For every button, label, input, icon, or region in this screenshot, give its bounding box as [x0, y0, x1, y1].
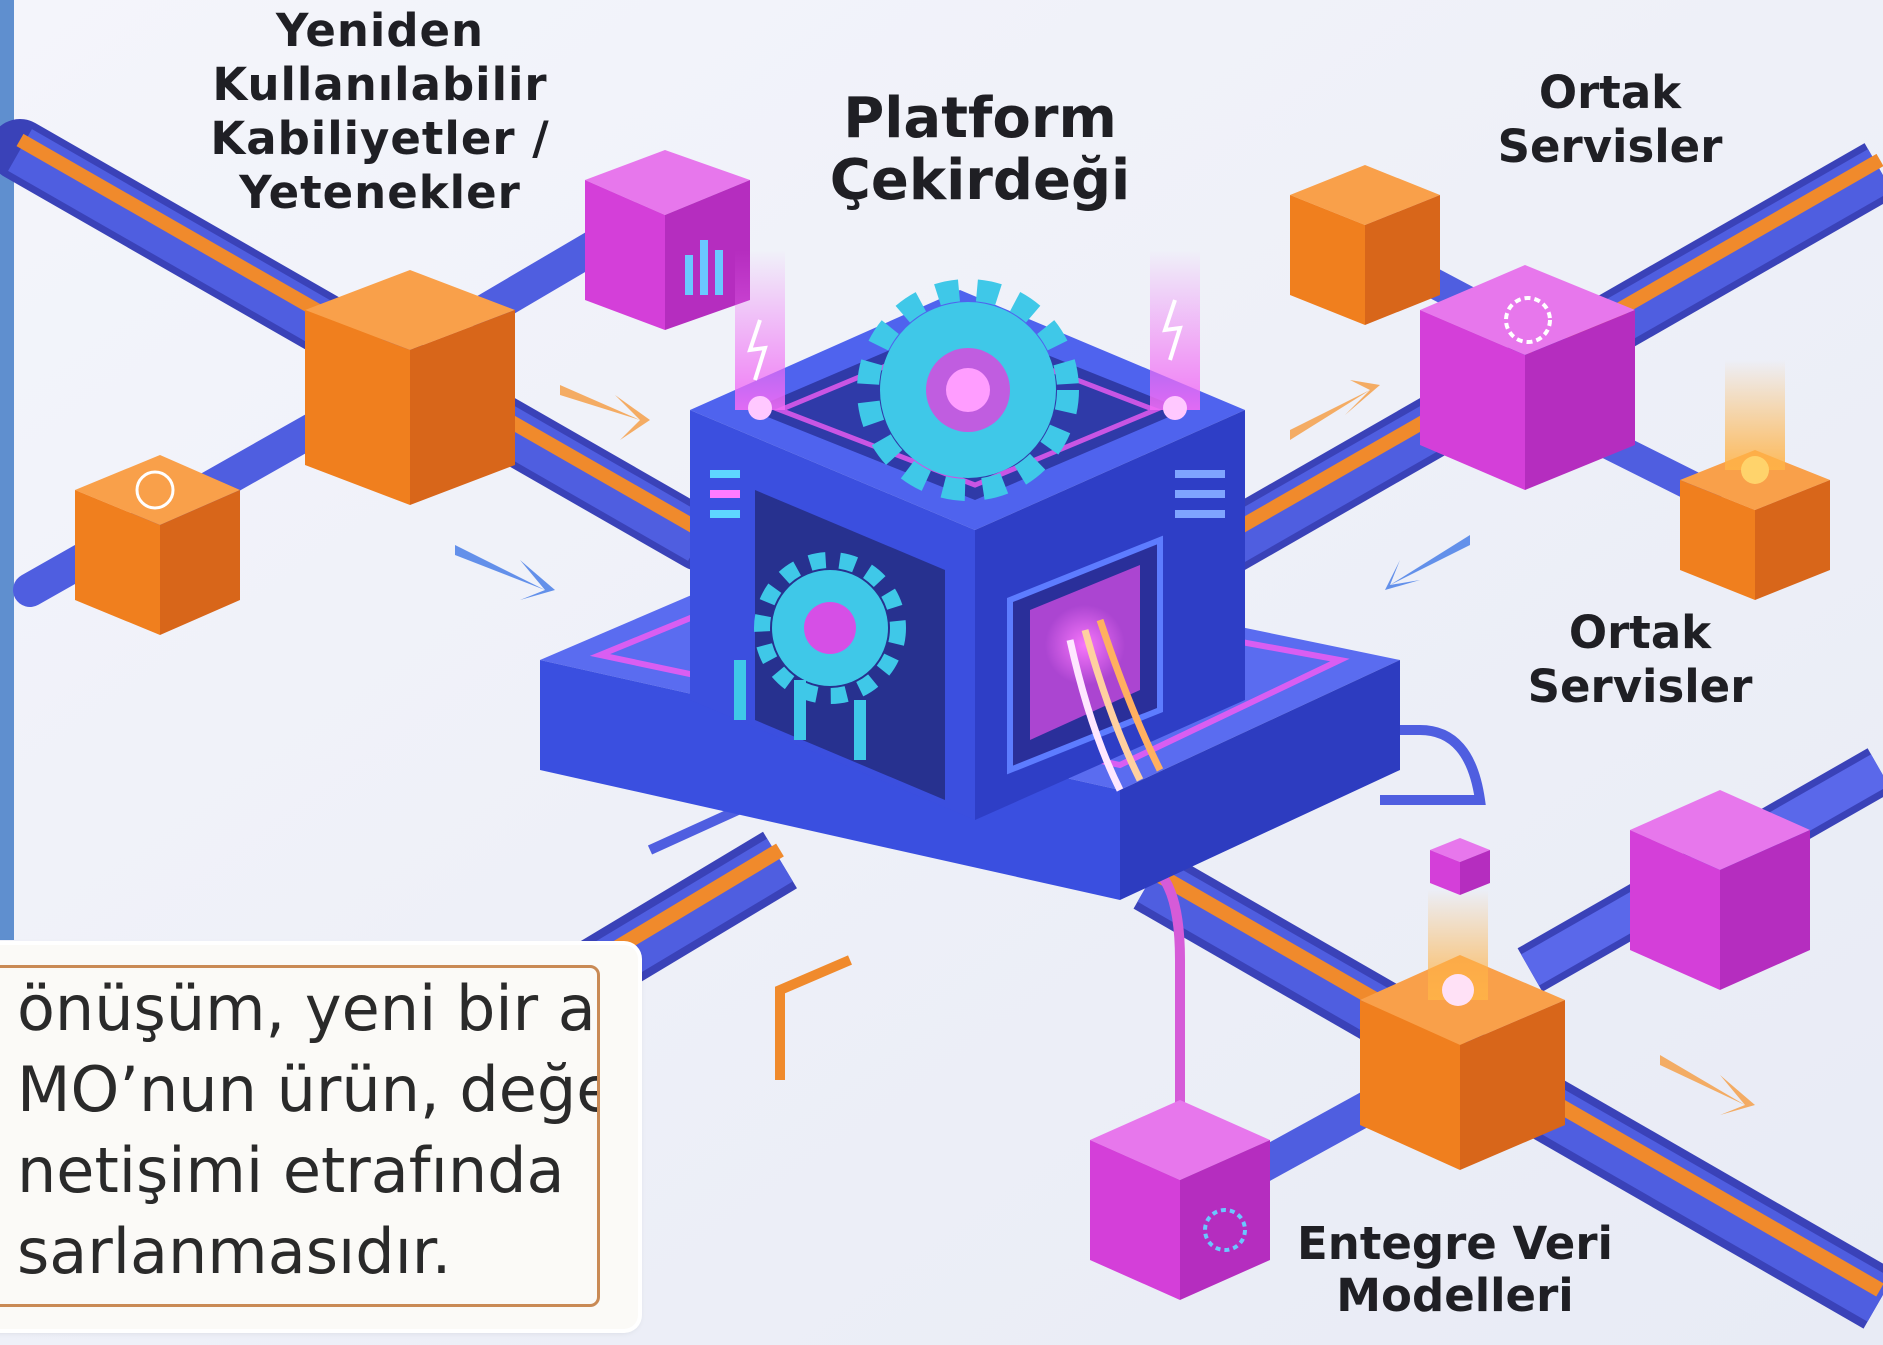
cube-magenta-lower-right: [1630, 790, 1810, 990]
cube-magenta-small: [1430, 838, 1490, 895]
shared-services-label-mid: Ortak Servisler: [1490, 606, 1790, 714]
cube-magenta-services: [1420, 265, 1635, 490]
integrated-data-models-label: Entegre Veri Modelleri: [1270, 1218, 1640, 1322]
label-line: Ortak: [1568, 606, 1712, 659]
caption-line: netişimi etrafında: [17, 1134, 565, 1207]
gear-icon: [1504, 296, 1552, 344]
reusable-capabilities-label: Yeniden Kullanılabilir Kabiliyetler / Ye…: [190, 4, 570, 220]
cube-orange-top-right: [1290, 165, 1440, 325]
caption-border: önüşüm, yeni bir araç MO’nun ürün, değer…: [0, 965, 600, 1307]
gear-icon: [754, 552, 906, 704]
label-line: Entegre Veri: [1297, 1217, 1613, 1270]
arrow-icon: [1385, 535, 1470, 590]
label-line: Yeniden: [275, 4, 485, 57]
label-line: Ortak: [1538, 66, 1682, 119]
lightning-icon: [1162, 299, 1183, 361]
arrow-icon: [1660, 1055, 1755, 1115]
gear-icon: [857, 279, 1079, 501]
label-line: Platform: [843, 86, 1117, 151]
cube-orange-data-hub: [1360, 890, 1565, 1170]
cube-orange-reusable: [305, 270, 515, 505]
caption-text: önüşüm, yeni bir araç MO’nun ürün, değer…: [0, 968, 600, 1292]
label-line: Çekirdeği: [829, 147, 1131, 213]
lightning-icon: [747, 319, 768, 381]
gear-icon: [1203, 1208, 1247, 1252]
gear-icon: [135, 470, 175, 510]
caption-line: önüşüm, yeni bir araç: [17, 972, 597, 1045]
label-line: Kabiliyetler /: [210, 112, 550, 165]
label-line: Yetenekler: [239, 166, 521, 219]
flow-arrows: [455, 380, 1755, 1115]
caption-line: MO’nun ürün, değer: [17, 1053, 600, 1126]
label-line: Kullanılabilir: [212, 58, 548, 111]
arrow-icon: [560, 385, 650, 440]
caption-line: sarlanmasıdır.: [17, 1215, 452, 1288]
shared-services-label-top: Ortak Servisler: [1460, 66, 1760, 174]
label-line: Servisler: [1497, 120, 1723, 173]
cube-orange-right: [1680, 360, 1830, 600]
cube-magenta-top: [585, 150, 750, 330]
circuit-icon: [1066, 618, 1164, 792]
caption-card: önüşüm, yeni bir araç MO’nun ürün, değer…: [0, 945, 638, 1329]
label-line: Modelleri: [1336, 1268, 1574, 1322]
platform-core: [540, 250, 1400, 900]
cube-orange-left: [75, 455, 240, 635]
cube-magenta-bottom: [1090, 1100, 1270, 1300]
arrow-icon: [1290, 380, 1380, 440]
label-line: Servisler: [1527, 660, 1753, 713]
arrow-icon: [455, 545, 555, 600]
platform-core-label: Platform Çekirdeği: [820, 88, 1140, 211]
